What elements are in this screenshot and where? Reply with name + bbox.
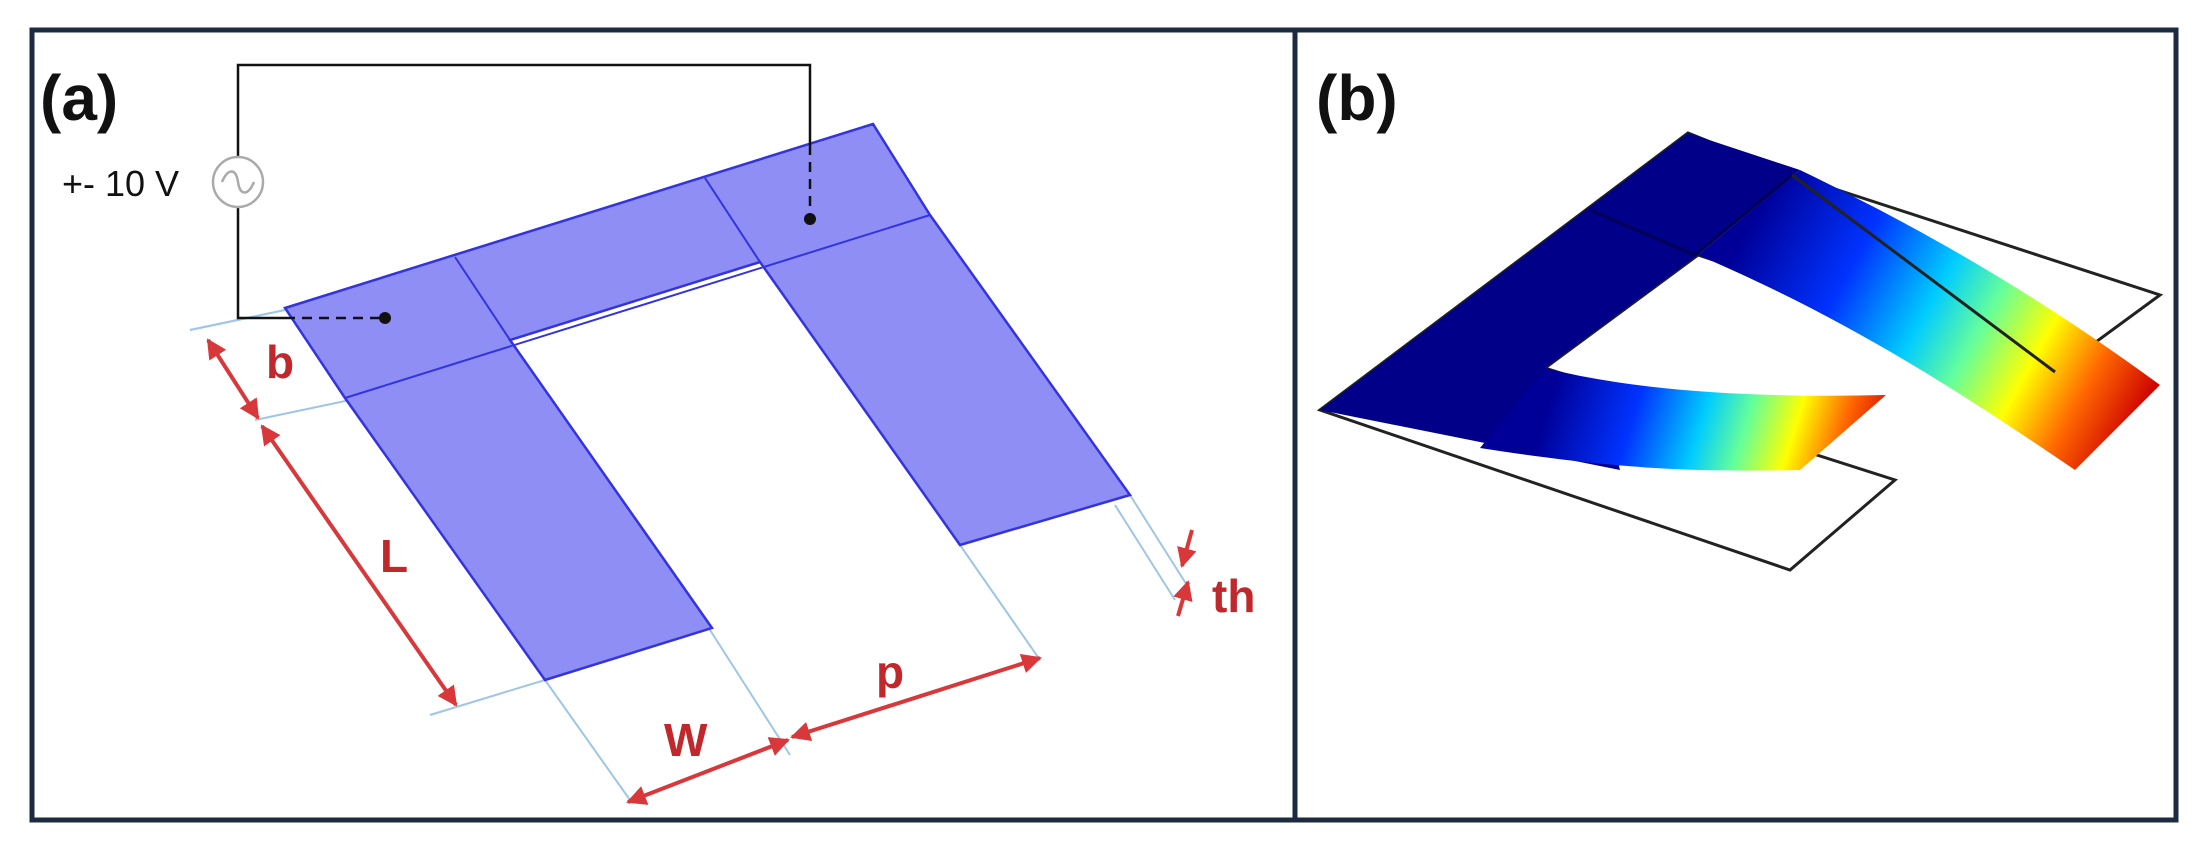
- dimension-th-label: th: [1212, 570, 1255, 622]
- circuit-wire: [236, 63, 812, 320]
- deformed-plate: [1320, 133, 2160, 471]
- panel-a-frame: [29, 27, 1298, 823]
- panel-a-label: (a): [40, 62, 118, 134]
- ac-source-icon: [211, 155, 265, 209]
- electrode-contact-left: [379, 312, 391, 324]
- dimension-b-label: b: [266, 336, 294, 388]
- voltage-label: +- 10 V: [62, 163, 179, 204]
- dimension-p-label: p: [876, 646, 904, 698]
- dimension-arrows: [206, 338, 1197, 805]
- dimension-L-label: L: [380, 530, 408, 582]
- dimension-W-label: W: [664, 714, 708, 766]
- piezo-plate: [283, 122, 1133, 682]
- electrode-contact-top: [804, 213, 816, 225]
- panel-b-label: (b): [1316, 62, 1398, 134]
